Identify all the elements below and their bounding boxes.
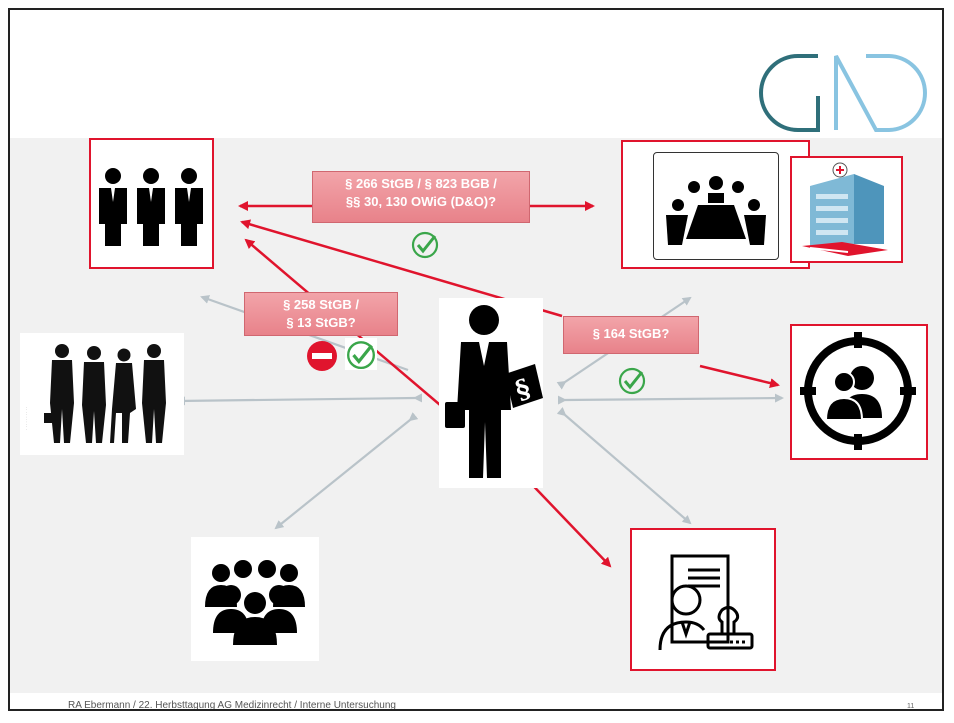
callout-false-suspicion: § 164 StGB? xyxy=(563,316,699,354)
business-team-panel xyxy=(20,333,184,455)
callout-liability: § 266 StGB / § 823 BGB / §§ 30, 130 OWiG… xyxy=(312,171,530,223)
gnd-logo xyxy=(759,54,927,132)
check-icon xyxy=(411,231,439,259)
executives-frame xyxy=(89,138,214,269)
lawyer-with-paragraph-icon: § xyxy=(445,305,543,478)
check-icon xyxy=(618,367,646,395)
lawyer-panel: § xyxy=(439,298,543,488)
callout-liability-line2: §§ 30, 130 OWiG (D&O)? xyxy=(345,194,497,209)
grey-arrow xyxy=(274,412,419,530)
board-meeting-icon xyxy=(666,176,766,245)
grey-arrow xyxy=(176,393,423,406)
callout-liability-line1: § 266 StGB / § 823 BGB / xyxy=(345,176,497,191)
hospital-frame xyxy=(790,156,903,263)
page-number: 11 xyxy=(907,703,915,710)
footer-text: RA Ebermann / 22. Herbsttagung AG Medizi… xyxy=(68,700,396,711)
board-meeting-box xyxy=(653,152,779,260)
grey-arrow xyxy=(556,407,692,525)
callout-obstruction: § 258 StGB / § 13 StGB? xyxy=(244,292,398,336)
employee-group-icon xyxy=(205,560,305,645)
callout-obstruction-line1: § 258 StGB / xyxy=(283,297,359,312)
target-group-icon xyxy=(800,332,916,450)
employees-panel xyxy=(191,537,319,661)
business-team-silhouette-icon xyxy=(44,344,166,443)
notary-frame xyxy=(630,528,776,671)
board-frame xyxy=(621,140,810,269)
callout-obstruction-line2: § 13 StGB? xyxy=(286,315,356,330)
grey-arrow xyxy=(557,393,784,405)
photo-credit: · · · · · · · · · · xyxy=(24,406,29,430)
hospital-building-icon xyxy=(802,162,888,256)
check-icon xyxy=(347,341,375,370)
red-arrow xyxy=(699,364,780,388)
three-businessmen-icon xyxy=(99,168,203,246)
notary-document-stamp-icon xyxy=(658,554,754,651)
target-frame xyxy=(790,324,928,460)
callout-false-suspicion-text: § 164 StGB? xyxy=(592,326,670,341)
check-icon-box xyxy=(345,338,377,370)
no-entry-icon xyxy=(307,341,337,371)
slide: · · · · · · · · · · § xyxy=(8,8,944,711)
